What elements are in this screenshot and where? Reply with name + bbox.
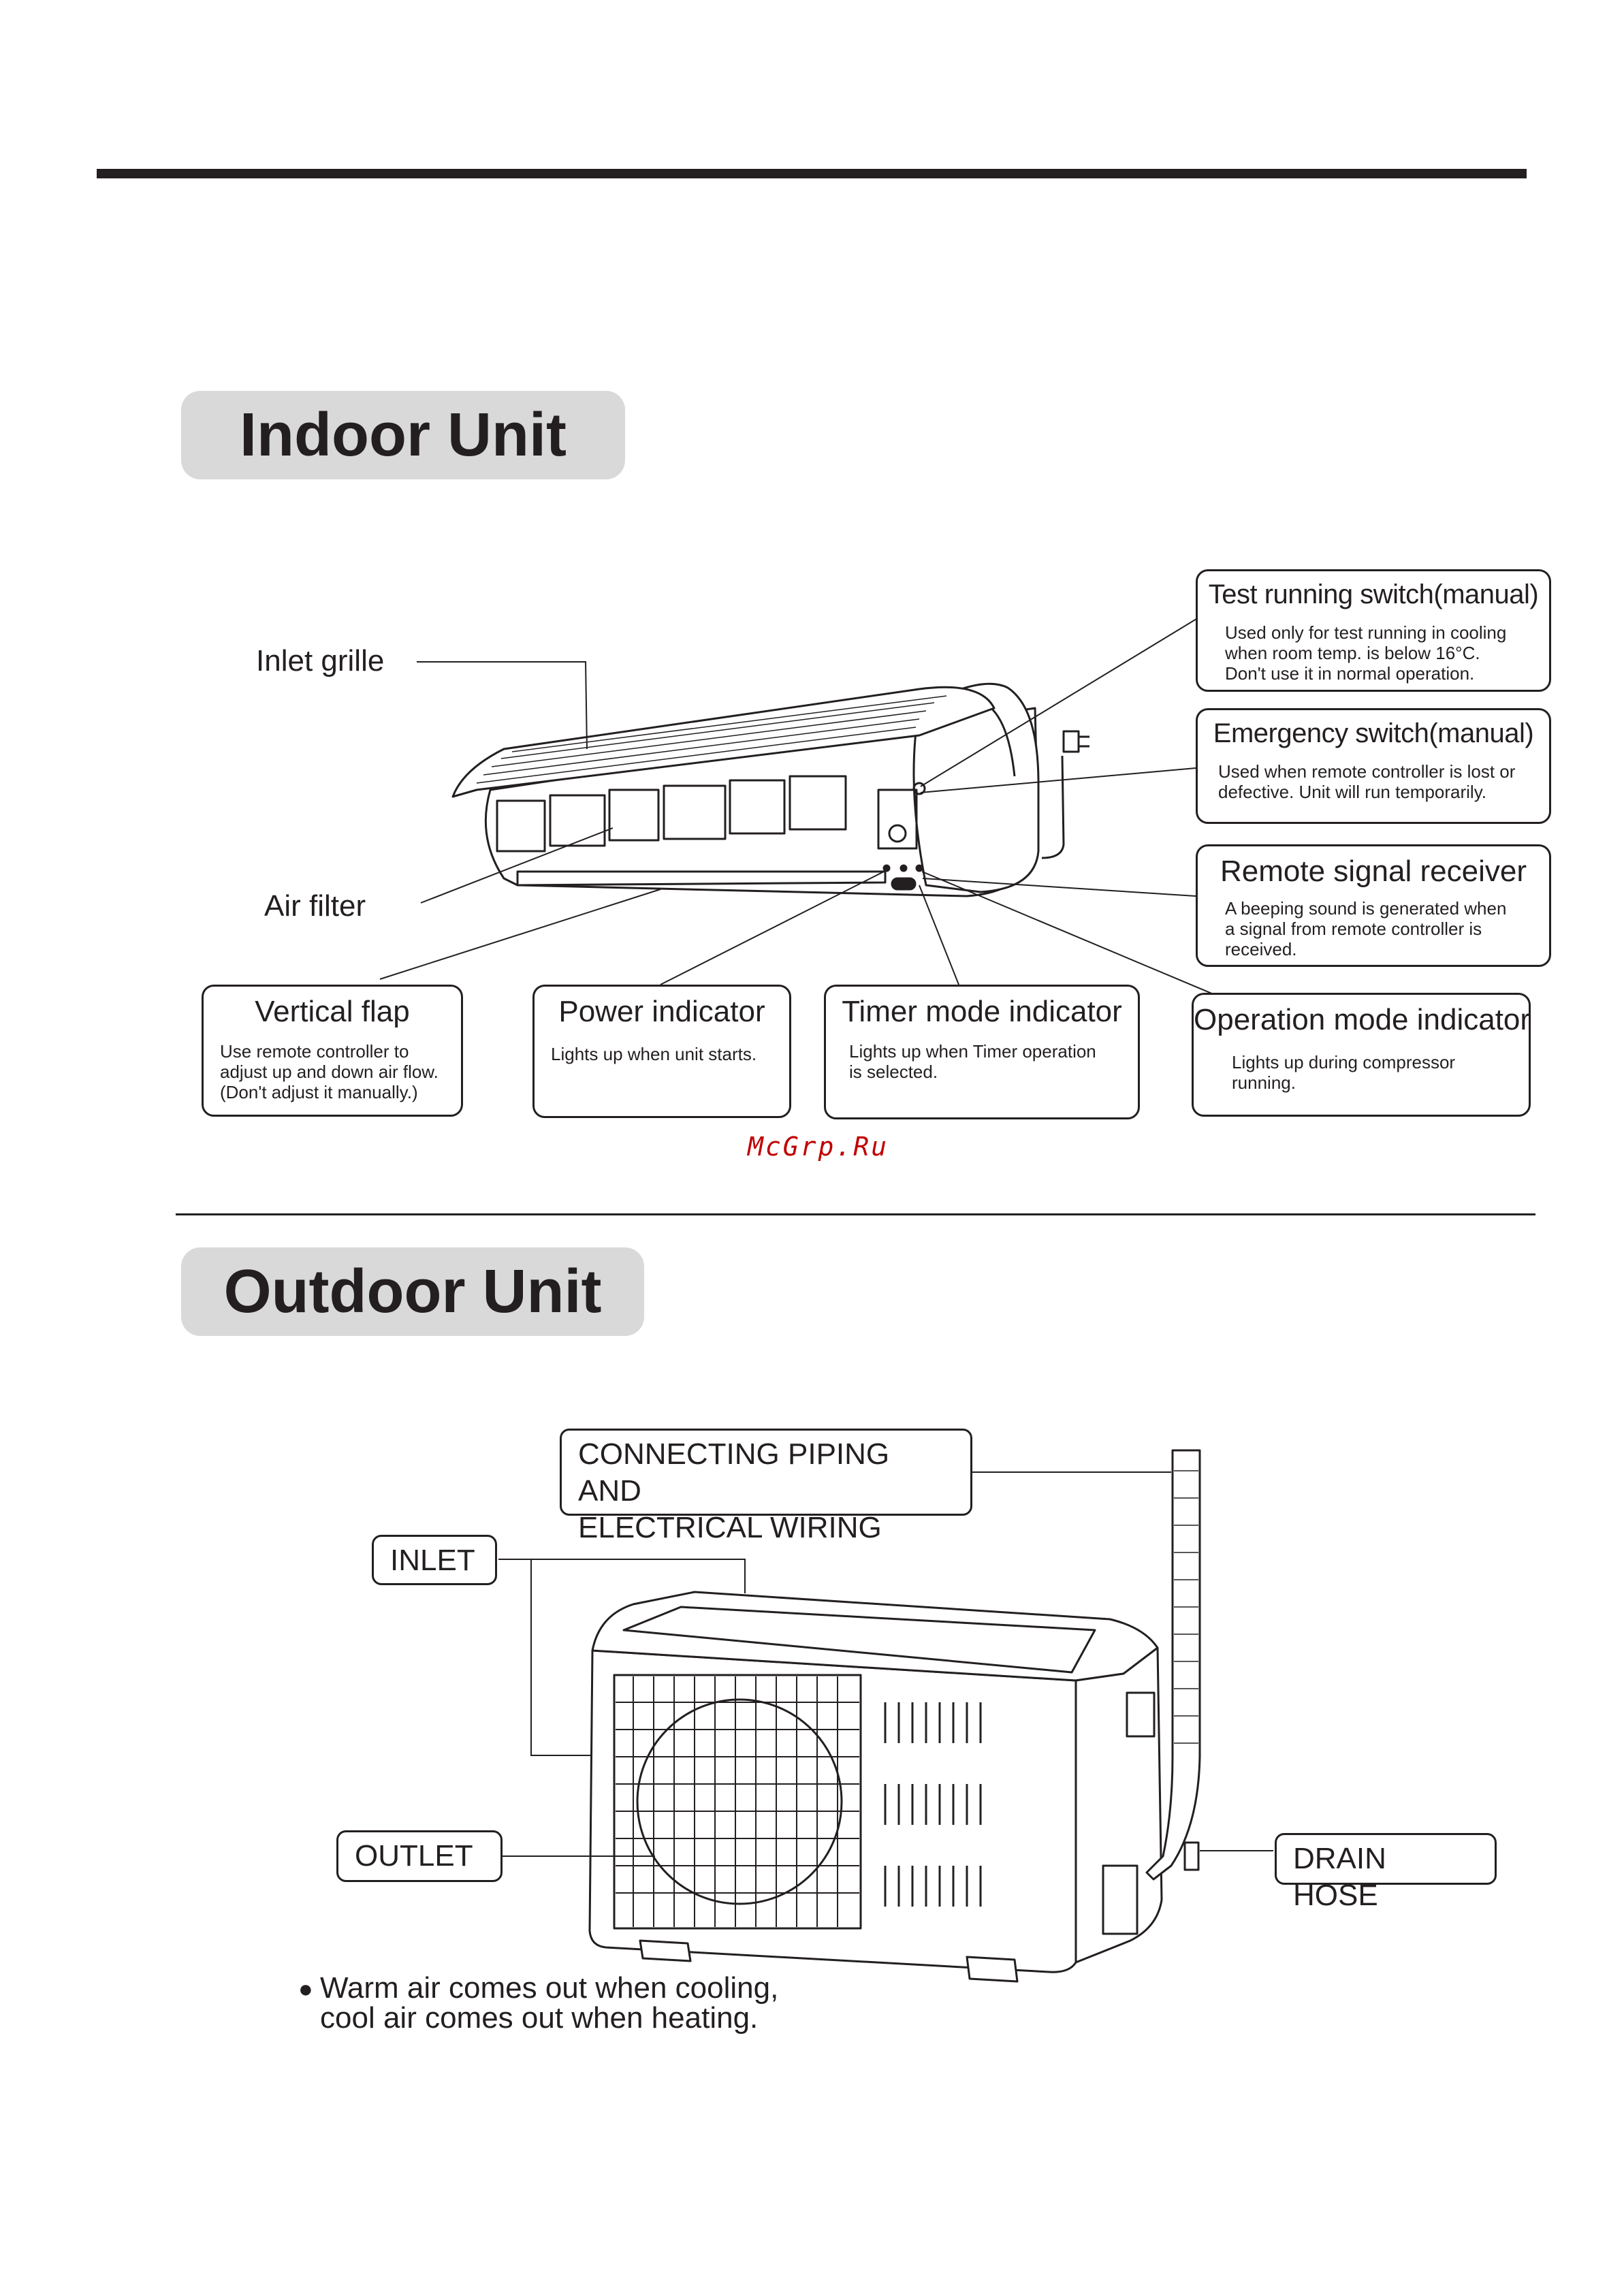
- indoor-unit-diagram: [379, 616, 1214, 995]
- indoor-vertical-flap: [516, 870, 887, 887]
- outdoor-note: Warm air comes out when cooling, cool ai…: [320, 1971, 779, 2035]
- outdoor-connecting-piping: [1145, 1449, 1201, 1881]
- callout-title: Emergency switch(manual): [1213, 718, 1534, 748]
- inlet-label: INLET: [372, 1535, 497, 1585]
- callout-title: Timer mode indicator: [842, 995, 1122, 1028]
- callout-title: Remote signal receiver: [1220, 855, 1527, 888]
- test-running-switch-callout: Test running switch(manual) Used only fo…: [1196, 569, 1551, 692]
- callout-desc: Use remote controller to adjust up and d…: [220, 1041, 439, 1102]
- callout-title: Vertical flap: [255, 995, 410, 1028]
- indoor-unit-heading: Indoor Unit: [181, 391, 625, 479]
- outdoor-outlet-grille: [613, 1674, 862, 1930]
- outdoor-service-valve: [1102, 1864, 1139, 1935]
- remote-signal-receiver-callout: Remote signal receiver A beeping sound i…: [1196, 844, 1551, 967]
- timer-mode-indicator-callout: Timer mode indicator Lights up when Time…: [824, 985, 1140, 1119]
- air-filter-label: Air filter: [264, 889, 366, 923]
- watermark: McGrp.Ru: [748, 1132, 889, 1162]
- callout-title: Operation mode indicator: [1194, 1003, 1531, 1036]
- emergency-switch-callout: Emergency switch(manual) Used when remot…: [1196, 708, 1551, 824]
- connecting-piping-label: CONNECTING PIPING AND ELECTRICAL WIRING: [560, 1429, 972, 1544]
- callout-desc: Used when remote controller is lost or d…: [1218, 761, 1516, 802]
- callout-title: Test running switch(manual): [1208, 579, 1539, 609]
- bullet-icon: ●: [298, 1975, 313, 2003]
- outdoor-top: [591, 1591, 1159, 1682]
- callout-desc: Lights up when unit starts.: [551, 1044, 757, 1064]
- outdoor-unit-heading: Outdoor Unit: [181, 1247, 644, 1336]
- indoor-switch-panel: [877, 788, 918, 850]
- callout-title: Power indicator: [558, 995, 765, 1028]
- power-indicator-callout: Power indicator Lights up when unit star…: [532, 985, 791, 1118]
- drain-hose-label: DRAIN HOSE: [1275, 1833, 1497, 1912]
- callout-desc: Used only for test running in cooling wh…: [1225, 622, 1507, 684]
- callout-desc: Lights up during compressor running.: [1232, 1052, 1456, 1093]
- outdoor-drain-hose: [1183, 1841, 1200, 1871]
- outlet-label: OUTLET: [336, 1830, 503, 1882]
- callout-desc: A beeping sound is generated when a sign…: [1225, 898, 1507, 959]
- vertical-flap-callout: Vertical flap Use remote controller to a…: [202, 985, 463, 1117]
- inlet-grille-label: Inlet grille: [256, 644, 385, 678]
- section-divider: [176, 1213, 1535, 1215]
- operation-mode-indicator-callout: Operation mode indicator Lights up durin…: [1192, 993, 1531, 1117]
- callout-desc: Lights up when Timer operation is select…: [849, 1041, 1096, 1082]
- top-rule: [97, 169, 1527, 178]
